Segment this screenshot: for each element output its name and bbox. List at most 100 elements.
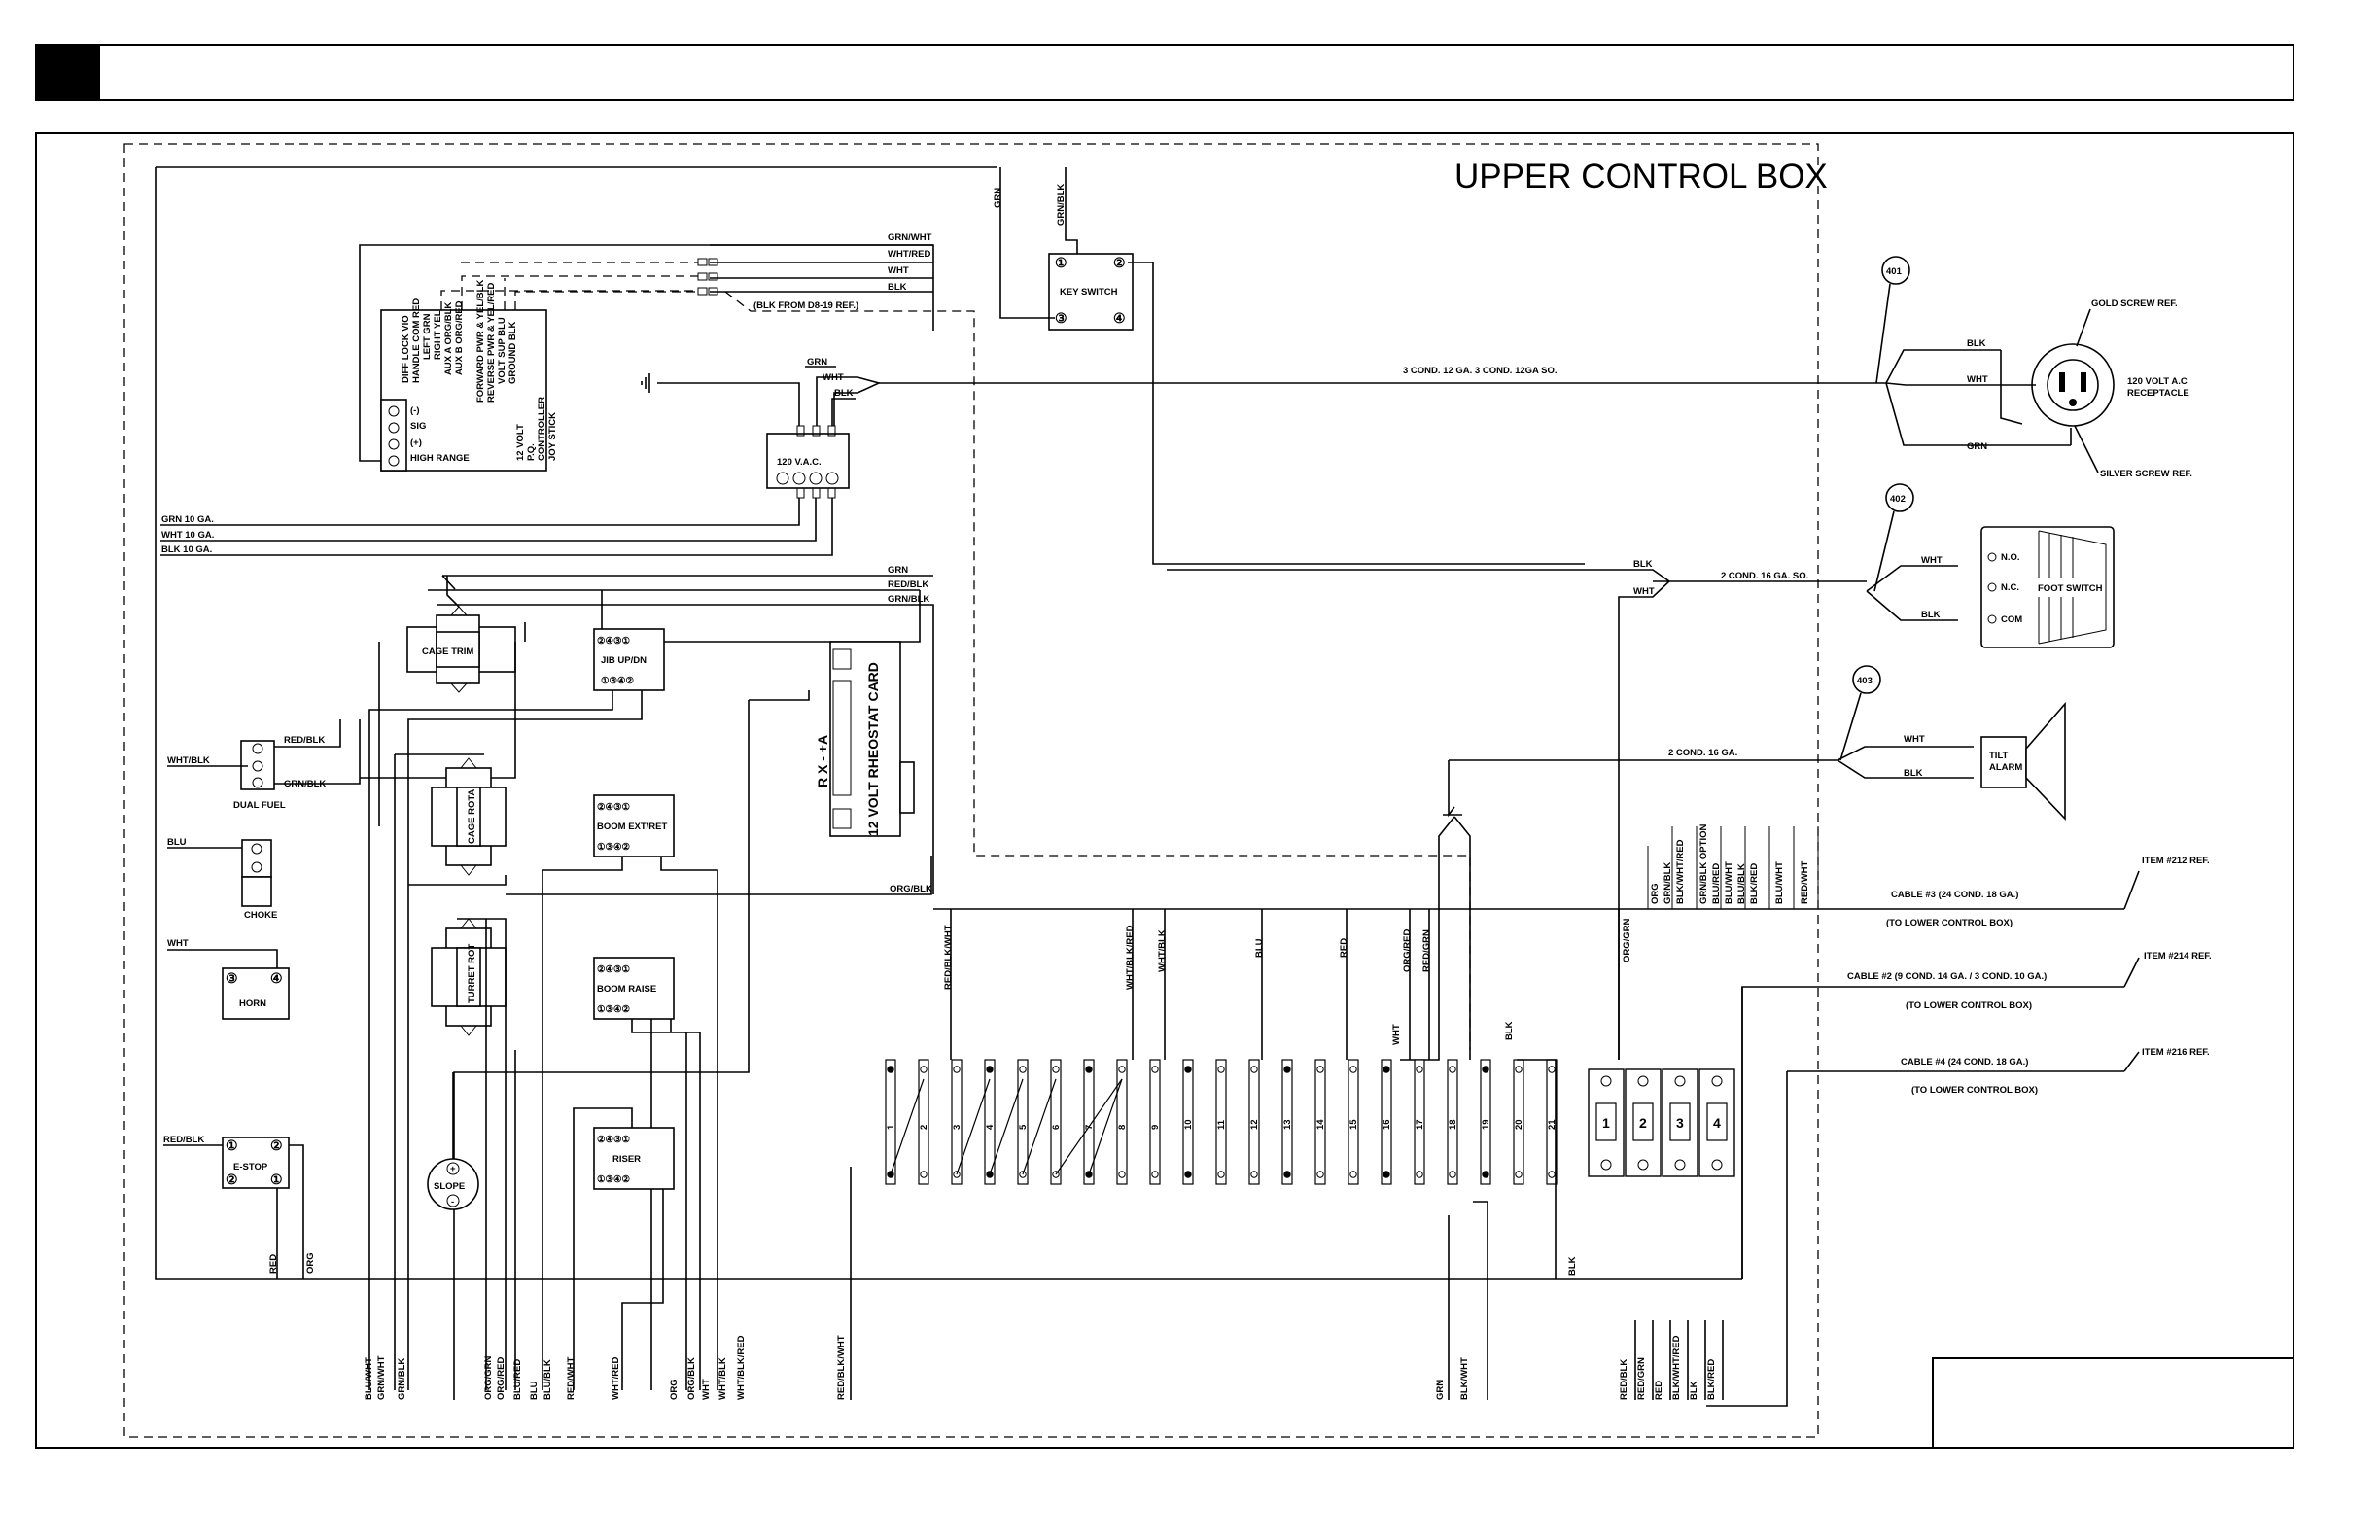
vac-junction: 120 V.A.C. [766, 425, 850, 499]
joystick-connectors [697, 258, 718, 296]
svg-text:JOY STICK: JOY STICK [547, 412, 558, 461]
svg-text:REVERSE PWR & YEL/RED: REVERSE PWR & YEL/RED [486, 283, 497, 402]
svg-text:LEFT GRN: LEFT GRN [422, 313, 433, 360]
key-switch-label: KEY SWITCH [1060, 287, 1118, 298]
cage-trim-label: CAGE TRIM [422, 647, 473, 657]
svg-text:(TO LOWER CONTROL BOX): (TO LOWER CONTROL BOX) [1886, 918, 2012, 928]
svg-text:401: 401 [1886, 266, 1903, 277]
svg-text:FORWARD PWR & YEL/BLK: FORWARD PWR & YEL/BLK [475, 280, 486, 402]
svg-text:403: 403 [1857, 676, 1872, 686]
terminal-number: 12 [1249, 1119, 1260, 1130]
wire-label-vac-grn: GRN [807, 357, 827, 368]
svg-text:ORG/RED: ORG/RED [496, 1357, 507, 1400]
key-switch-terminal-4: ④ [1113, 310, 1126, 326]
svg-text:WHT: WHT [1391, 1024, 1402, 1045]
vac-box-label: 120 V.A.C. [777, 457, 822, 468]
svg-text:①: ① [270, 1172, 283, 1187]
boom-raise-label: BOOM RAISE [597, 984, 656, 995]
svg-text:BLU/WHT: BLU/WHT [1774, 861, 1785, 904]
foot-switch: N.O. N.C. COM FOOT SWITCH [1980, 526, 2115, 648]
svg-text:AUX A ORG/BLK: AUX A ORG/BLK [443, 302, 454, 375]
svg-text:RED/GRN: RED/GRN [1636, 1357, 1647, 1400]
revision-block [1932, 1357, 2294, 1449]
svg-text:GRN: GRN [1967, 441, 1987, 452]
rheostat-label: 12 VOLT RHEOSTAT CARD [865, 662, 881, 836]
title-bar [35, 44, 2294, 101]
svg-text:BLK/WHT: BLK/WHT [1459, 1357, 1470, 1400]
svg-text:BLK: BLK [1904, 768, 1923, 779]
terminal-number: 5 [1018, 1124, 1029, 1130]
svg-text:AUX B ORG/RED: AUX B ORG/RED [454, 300, 465, 375]
rheostat-pins: R X - +A [815, 735, 830, 788]
svg-text:②: ② [270, 1138, 283, 1153]
svg-text:WHT/BLK/RED: WHT/BLK/RED [1125, 925, 1136, 990]
svg-text:ORG/GRN: ORG/GRN [1622, 918, 1632, 962]
rheostat-card: 12 VOLT RHEOSTAT CARD R X - +A [815, 641, 915, 837]
svg-text:(TO LOWER CONTROL BOX): (TO LOWER CONTROL BOX) [1911, 1085, 2038, 1096]
svg-text:COM: COM [2001, 614, 2022, 625]
wire-label-vac-wht: WHT [822, 372, 844, 383]
svg-text:GROUND BLK: GROUND BLK [508, 321, 518, 384]
svg-text:①③④②: ①③④② [601, 676, 635, 686]
svg-text:RED/WHT: RED/WHT [1800, 860, 1810, 904]
svg-text:ORG/RED: ORG/RED [1402, 929, 1413, 972]
key-switch: ① ② ③ ④ KEY SWITCH [1048, 253, 1134, 331]
terminal-jumper [1055, 1078, 1123, 1175]
terminal-number: 20 [1514, 1119, 1524, 1130]
terminal-vertical-labels: RED/BLK/WHT WHT/BLK/RED WHT/BLK BLU RED … [943, 918, 1632, 1045]
svg-text:N.O.: N.O. [2001, 552, 2020, 563]
wire-label-mid-redblk: RED/BLK [888, 579, 928, 590]
svg-text:BLK/WHT/RED: BLK/WHT/RED [1671, 1335, 1682, 1400]
bottom-labels-right: RED/BLK RED/GRN RED BLK/WHT/RED BLK BLK/… [1619, 1335, 1717, 1400]
foot-switch-label: FOOT SWITCH [2038, 583, 2103, 594]
wire-label-wht: WHT [888, 265, 909, 276]
terminal-jumper [1088, 1078, 1123, 1175]
callout-403: 403 [1852, 665, 1881, 694]
relay-2: 2 [1625, 1068, 1662, 1177]
cable-2-name: CABLE #2 (9 COND. 14 GA. / 3 COND. 10 GA… [1847, 971, 2047, 982]
svg-text:WHT: WHT [1921, 555, 1942, 566]
blk-ref-note: (BLK FROM D8-19 REF.) [753, 300, 858, 311]
svg-text:①③④②: ①③④② [597, 1004, 631, 1015]
riser-label: RISER [612, 1154, 641, 1165]
wire-label-vac-blk: BLK [834, 388, 854, 399]
slope-label: SLOPE [434, 1181, 465, 1192]
wire-label-grn10: GRN 10 GA. [161, 514, 214, 525]
terminal-number: 17 [1415, 1119, 1425, 1130]
relay-1: 1 [1588, 1068, 1625, 1177]
terminal-number: 7 [1084, 1125, 1095, 1130]
terminal-number: 3 [952, 1125, 962, 1130]
cable-3: CABLE #3 (24 COND. 18 GA.) (TO LOWER CON… [1886, 856, 2210, 928]
terminal-number: 4 [985, 1124, 996, 1130]
terminal-number: 13 [1282, 1119, 1293, 1130]
svg-text:BLU/BLK: BLU/BLK [1736, 863, 1747, 904]
cable-2-ref: ITEM #214 REF. [2144, 951, 2212, 962]
terminal-17: 17 [1414, 1059, 1425, 1185]
turret-rot: TURRET ROT [431, 918, 507, 1036]
dual-fuel-label: DUAL FUEL [233, 800, 286, 811]
svg-text:WHT: WHT [1633, 586, 1655, 597]
svg-text:N.C.: N.C. [2001, 582, 2019, 593]
terminal-18: 18 [1447, 1059, 1458, 1185]
svg-text:VOLT SUP BLU: VOLT SUP BLU [497, 317, 508, 384]
terminal-11: 11 [1215, 1059, 1227, 1185]
svg-text:BLU: BLU [529, 1381, 540, 1400]
joystick-controller: DIFF LOCK VIO HANDLE COM RED LEFT GRN RI… [380, 280, 558, 472]
terminal-number: 6 [1051, 1125, 1062, 1130]
svg-text:RED: RED [1654, 1381, 1664, 1400]
wire-label-blk10: BLK 10 GA. [161, 544, 212, 555]
terminal-jumper [1022, 1078, 1057, 1175]
terminal-number: 19 [1481, 1119, 1491, 1130]
bottom-labels-rheostat: RED/BLK/WHT [836, 1335, 847, 1400]
terminal-16: 16 [1381, 1059, 1392, 1185]
relay-number: 1 [1602, 1115, 1610, 1131]
jib-up-dn: ②④③① JIB UP/DN ①③④② [593, 628, 665, 691]
relay-number: 2 [1639, 1115, 1647, 1131]
svg-text:WHT/BLK: WHT/BLK [1157, 929, 1168, 972]
svg-text:2 COND. 16 GA. SO.: 2 COND. 16 GA. SO. [1721, 571, 1808, 581]
svg-text:GRN/WHT: GRN/WHT [376, 1355, 387, 1400]
terminal-number: 18 [1448, 1119, 1458, 1130]
bottom-labels-boom: ORG ORG/BLK WHT WHT/BLK WHT/BLK/RED [669, 1335, 747, 1400]
terminal-jumper [989, 1078, 1024, 1175]
